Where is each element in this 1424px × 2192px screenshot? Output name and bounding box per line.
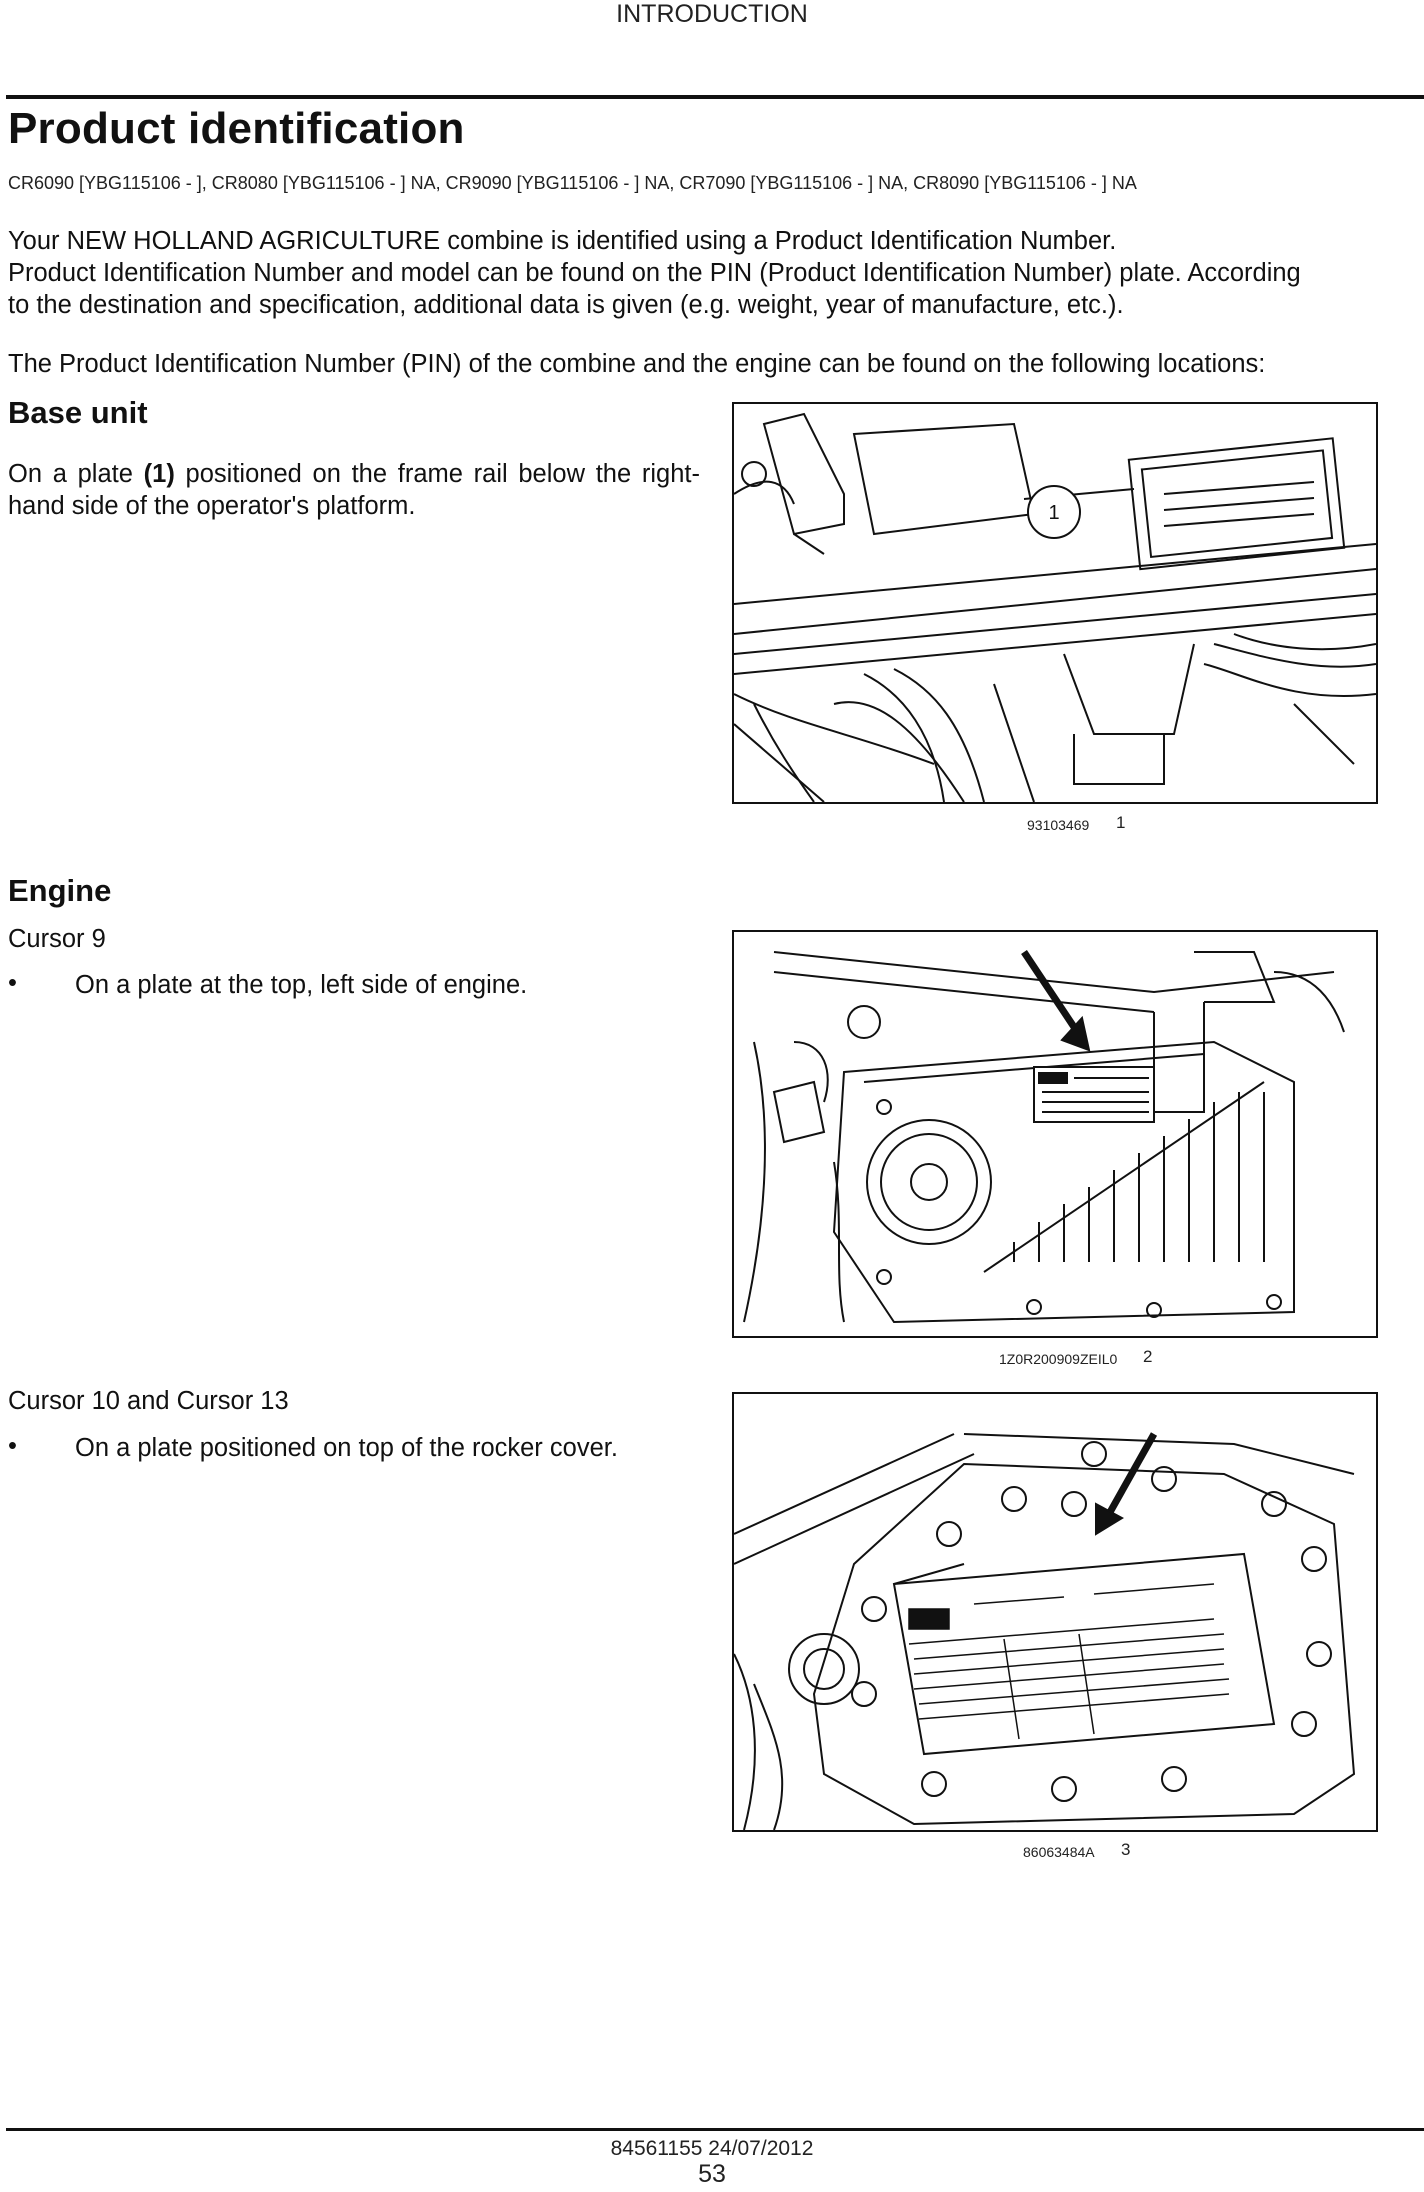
cursor10-13-label: Cursor 10 and Cursor 13 — [8, 1387, 289, 1415]
model-applicability: CR6090 [YBG115106 - ], CR8080 [YBG115106… — [8, 173, 1137, 193]
page-number: 53 — [698, 2160, 726, 2188]
figure-2-code: 1Z0R200909ZEIL0 — [999, 1351, 1118, 1367]
figure-callout-1: 1 — [1048, 502, 1059, 524]
header-rule — [6, 95, 1424, 99]
cursor10-13-bullet-text: On a plate positioned on top of the rock… — [75, 1434, 618, 1462]
figure-1-number: 1 — [1116, 813, 1126, 832]
intro-line-2: Product Identification Number and model … — [8, 259, 1301, 287]
document-reference: 84561155 24/07/2012 — [610, 2137, 814, 2160]
base-unit-heading: Base unit — [8, 395, 148, 430]
running-header: INTRODUCTION — [616, 0, 808, 28]
figure-3-number: 3 — [1121, 1840, 1131, 1859]
cursor9-label: Cursor 9 — [8, 925, 106, 953]
engine-heading: Engine — [8, 873, 112, 908]
intro-line-1: Your NEW HOLLAND AGRICULTURE combine is … — [8, 227, 1117, 255]
base-unit-illustration: 1 — [734, 412, 1376, 802]
figure-cursor9 — [732, 930, 1378, 1338]
rocker-cover-illustration — [734, 1432, 1356, 1830]
figure-2-number: 2 — [1143, 1347, 1153, 1366]
page-title: Product identification — [8, 104, 465, 153]
figure-base-unit: 1 — [732, 402, 1378, 804]
figure-1-code: 93103469 — [1027, 817, 1090, 833]
locations-sentence: The Product Identification Number (PIN) … — [8, 350, 1266, 378]
figure-cursor10-13 — [732, 1392, 1378, 1832]
callout-reference: (1) — [143, 460, 175, 488]
bullet-dot: • — [8, 969, 17, 997]
figure-3-code: 86063484A — [1023, 1844, 1095, 1860]
base-unit-text-a: On a plate — [8, 460, 133, 488]
cursor9-engine-illustration — [743, 950, 1345, 1324]
intro-line-3: to the destination and specification, ad… — [8, 291, 1124, 319]
bullet-dot: • — [8, 1432, 17, 1460]
base-unit-description: On a plate (1) positioned on the frame r… — [8, 458, 700, 522]
footer-rule — [6, 2128, 1424, 2131]
base-unit-text-b: positioned on the frame rail below the r… — [8, 460, 700, 520]
cursor9-bullet-text: On a plate at the top, left side of engi… — [75, 971, 528, 999]
